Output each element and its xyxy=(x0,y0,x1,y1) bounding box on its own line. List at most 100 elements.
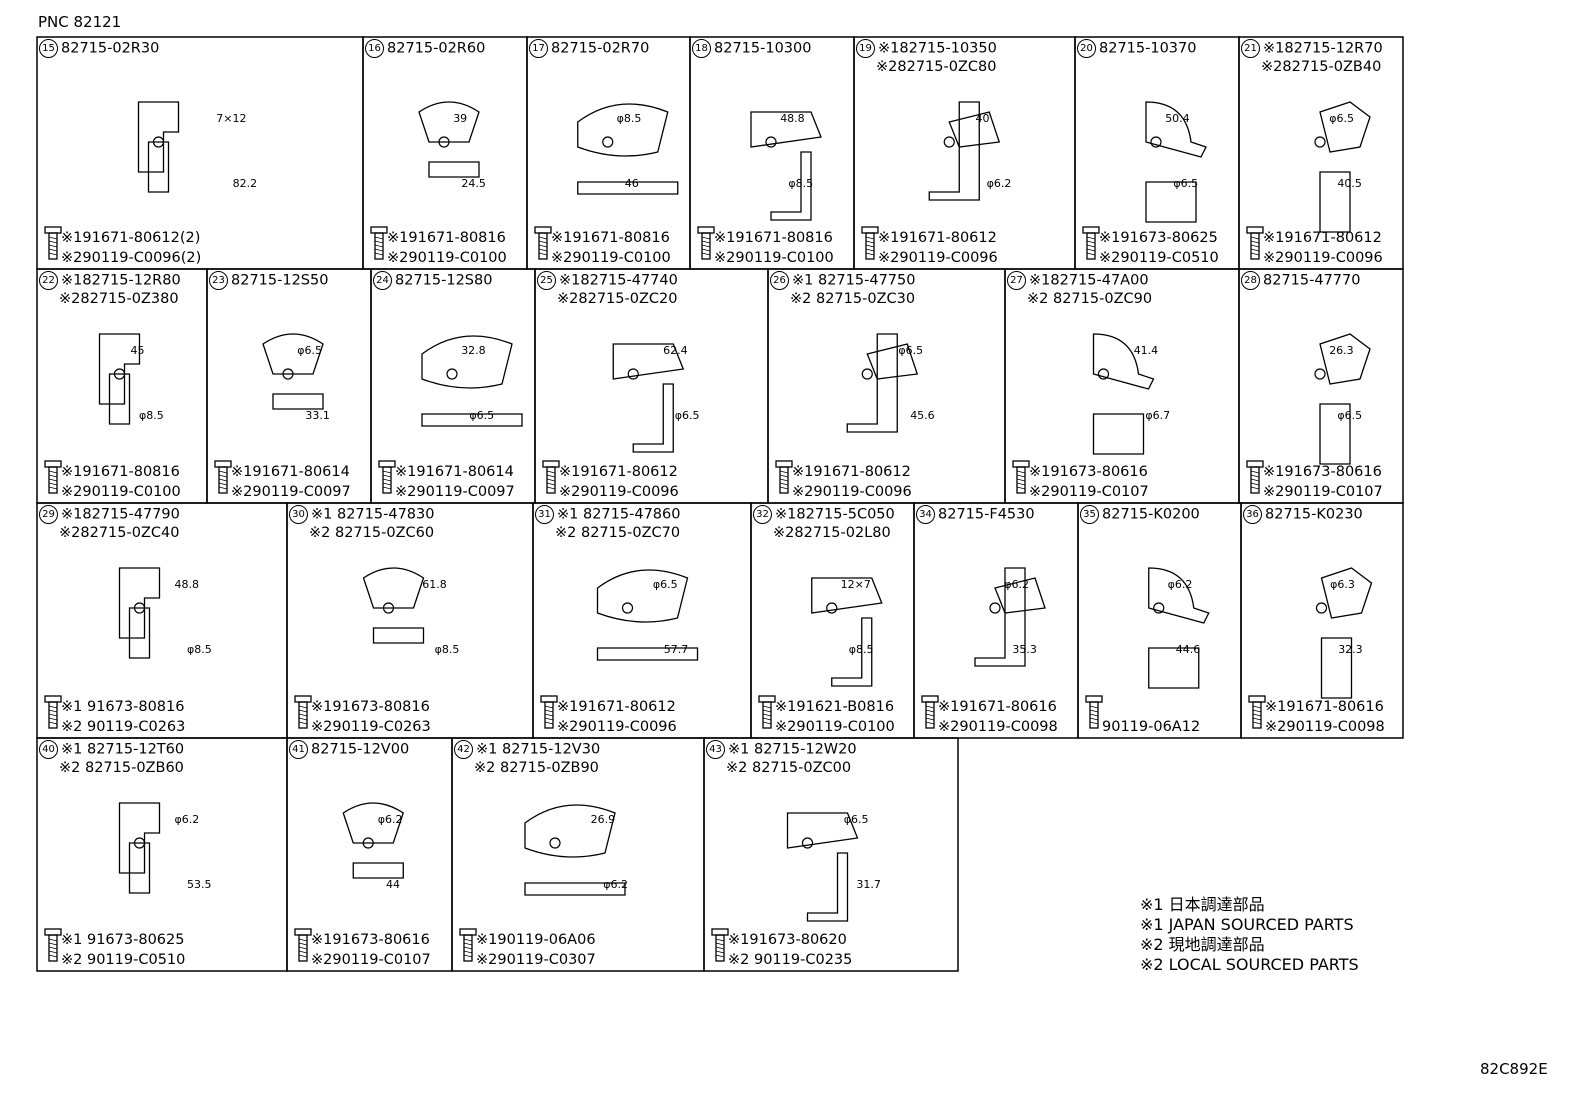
dimension-label: 44 xyxy=(386,878,400,891)
dimension-label: 40.5 xyxy=(1337,177,1362,190)
legend-line: ※2 LOCAL SOURCED PARTS xyxy=(1140,955,1359,974)
dimension-label: 44.6 xyxy=(1175,643,1201,656)
bolt-icon xyxy=(44,928,62,962)
part-number: ※2 82715-0ZC90 xyxy=(1007,290,1237,308)
cell-header: 21※182715-12R70※282715-0ZB40 xyxy=(1241,39,1401,76)
part-number-text: ※1 82715-47860 xyxy=(557,506,681,523)
dimension-label: 41.4 xyxy=(1133,344,1159,357)
dimension-label: 48.8 xyxy=(174,578,200,591)
cell-header: 25※182715-47740※282715-0ZC20 xyxy=(537,271,766,308)
bolt-spacer xyxy=(1241,462,1263,482)
bolt-spacer xyxy=(39,697,61,717)
cell-header: 27※182715-47A00※2 82715-0ZC90 xyxy=(1007,271,1237,308)
fastener-numbers: ※191671-80816※290119-C0100 xyxy=(387,228,507,268)
fastener-part-number: ※290119-C0100 xyxy=(61,484,181,500)
bolt-spacer xyxy=(454,930,476,950)
pnc-label: PNC 82121 xyxy=(38,13,122,31)
part-number: ※282715-0ZC40 xyxy=(39,524,285,542)
bolt-icon xyxy=(214,460,232,494)
part-number: ※282715-02L80 xyxy=(753,524,912,542)
part-number-text: ※2 82715-0ZB90 xyxy=(474,760,599,776)
fastener-list: ※191671-80616※290119-C0098 xyxy=(1243,697,1402,737)
cell-header: 43※1 82715-12W20※2 82715-0ZC00 xyxy=(706,740,956,777)
part-number-text: ※1 82715-12V30 xyxy=(476,741,601,758)
bolt-spacer xyxy=(537,462,559,482)
bolt-icon xyxy=(1012,460,1030,494)
dimension-label: 46 xyxy=(624,177,639,190)
fastener-numbers: ※191671-80612※290119-C0096 xyxy=(792,462,912,502)
bracket-drawing xyxy=(1148,567,1210,689)
bolt-spacer xyxy=(916,697,938,717)
bolt-spacer xyxy=(1080,717,1102,737)
fastener-list: ※191671-80614※290119-C0097 xyxy=(373,462,534,502)
bolt-spacer xyxy=(39,930,61,950)
part-number-text: 82715-12S80 xyxy=(395,272,493,289)
bolt-icon xyxy=(921,695,939,729)
fastener-numbers: ※191671-80816※290119-C0100 xyxy=(714,228,834,268)
fastener-list: ※191671-80816※290119-C0100 xyxy=(365,228,526,268)
fastener-list: ※1 91673-80625※2 90119-C0510 xyxy=(39,930,286,970)
bolt-icon xyxy=(697,226,715,260)
dimension-label: φ6.5 xyxy=(674,409,700,422)
cell-header: 32※182715-5C050※282715-02L80 xyxy=(753,505,912,542)
fastener-part-number: ※191671-80816 xyxy=(387,230,506,246)
part-number-text: ※2 82715-0ZC30 xyxy=(790,291,916,307)
bracket-drawing xyxy=(118,802,161,894)
bolt-icon xyxy=(1246,226,1264,260)
fastener-part-number: ※2 90119-C0263 xyxy=(61,719,186,735)
dimension-label: 35.3 xyxy=(1012,643,1037,656)
callout-number: 30 xyxy=(289,505,308,524)
bolt-icon xyxy=(44,695,62,729)
part-number-text: ※2 82715-0ZC70 xyxy=(555,525,681,541)
part-number-text: 82715-F4530 xyxy=(938,506,1035,523)
fastener-numbers: ※191673-80625※290119-C0510 xyxy=(1099,228,1219,268)
bolt-spacer xyxy=(692,228,714,248)
legend: ※1 日本調達部品 ※1 JAPAN SOURCED PARTS ※2 現地調達… xyxy=(1140,895,1359,975)
fastener-numbers: ※191673-80616※290119-C0107 xyxy=(311,930,431,970)
bolt-spacer xyxy=(753,697,775,717)
callout-number: 20 xyxy=(1077,39,1096,58)
part-number-text: ※182715-12R70 xyxy=(1263,40,1383,57)
dimension-label: φ8.5 xyxy=(139,409,164,422)
part-number-text: ※282715-0ZC20 xyxy=(557,291,678,307)
fastener-list: ※191671-80612※290119-C0096 xyxy=(770,462,1004,502)
fastener-part-number: ※290119-C0107 xyxy=(1029,484,1149,500)
dimension-label: 45.6 xyxy=(910,409,935,422)
bracket-drawing xyxy=(1314,101,1371,233)
callout-number: 23 xyxy=(209,271,228,290)
dimension-label: φ6.2 xyxy=(1167,578,1193,591)
bolt-icon xyxy=(44,460,62,494)
bracket-drawing xyxy=(118,567,161,659)
bolt-icon xyxy=(1085,695,1103,729)
fastener-list: ※191673-80616※290119-C0107 xyxy=(1007,462,1238,502)
bracket-drawing xyxy=(524,804,626,896)
bracket-drawing xyxy=(612,343,685,453)
document-id: 82C892E xyxy=(1480,1060,1548,1078)
fastener-numbers: ※191671-80612※290119-C0096 xyxy=(878,228,998,268)
fastener-part-number: ※191671-80612 xyxy=(559,464,678,480)
part-number-text: ※182715-47A00 xyxy=(1029,272,1149,289)
fastener-part-number: ※191671-80614 xyxy=(231,464,350,480)
part-number-text: ※282715-0ZC40 xyxy=(59,525,180,541)
fastener-part-number: ※2 90119-C0510 xyxy=(61,952,186,968)
part-number-text: ※282715-0ZB40 xyxy=(1261,59,1382,75)
bolt-spacer xyxy=(770,462,792,482)
legend-line: ※1 日本調達部品 xyxy=(1140,895,1265,914)
bracket-drawing xyxy=(362,567,425,644)
dimension-label: 48.8 xyxy=(780,112,805,125)
dimension-label: φ6.5 xyxy=(469,409,495,422)
part-number: 21※182715-12R70 xyxy=(1241,39,1401,58)
callout-number: 40 xyxy=(39,740,58,759)
part-number-text: ※282715-0ZC80 xyxy=(876,59,997,75)
fastener-part-number: ※191671-80612 xyxy=(792,464,911,480)
fastener-part-number: ※2 90119-C0235 xyxy=(728,952,853,968)
part-number: ※2 82715-0ZB90 xyxy=(454,759,702,777)
